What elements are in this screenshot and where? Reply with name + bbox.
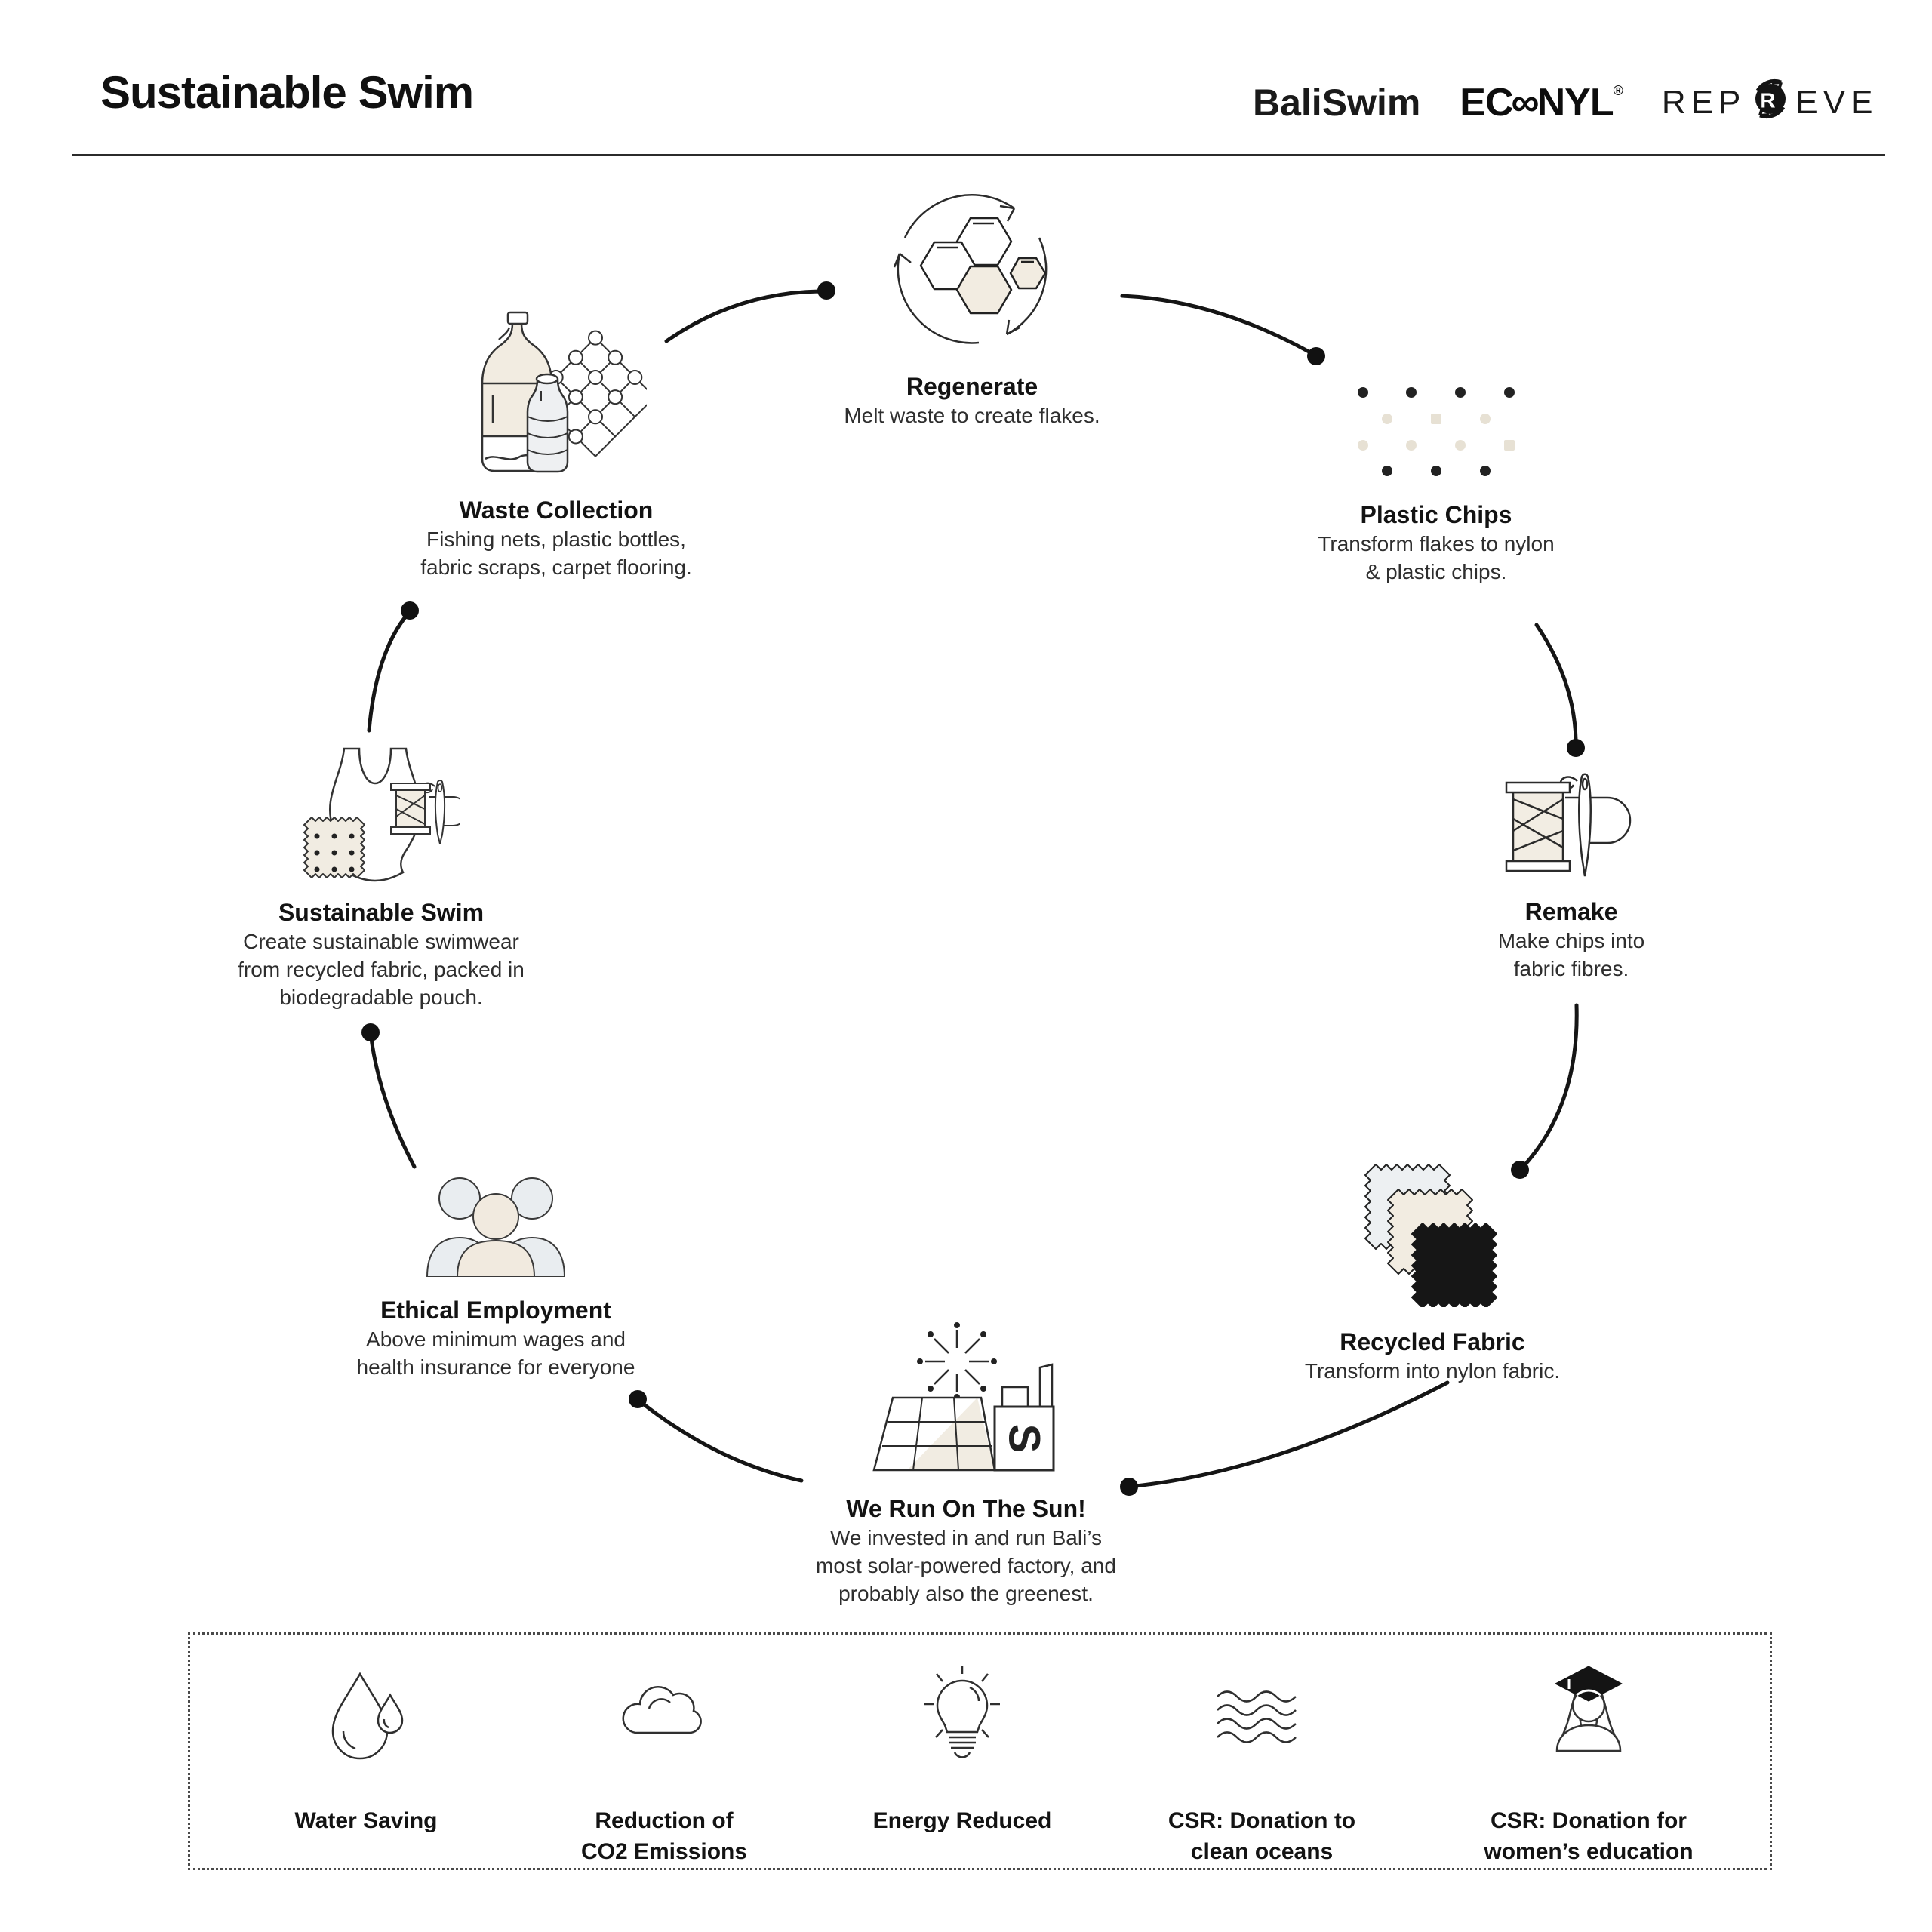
benefits-box — [188, 1632, 1772, 1870]
econyl-registered-mark: ® — [1613, 83, 1623, 98]
connector-swim-to-waste — [367, 613, 409, 733]
regenerate-icon — [893, 194, 1048, 344]
connector-ethical-to-swim — [369, 1036, 417, 1169]
node-subtitle-line: Fishing nets, plastic bottles, — [426, 528, 686, 551]
cycle-node-ethical-employment: Ethical Employment Above minimum wages a… — [269, 1171, 722, 1381]
water-drop-icon — [331, 1672, 404, 1760]
cycle-node-sustainable-swim: Sustainable Swim Create sustainable swim… — [155, 746, 608, 1011]
node-title: Sustainable Swim — [278, 899, 485, 926]
baliswim-logo: BaliSwim — [1253, 82, 1421, 124]
node-subtitle-line: Above minimum wages and — [366, 1327, 626, 1351]
benefit-energy-reduced: Energy Reduced — [819, 1805, 1106, 1836]
cycle-node-recycled-fabric: Recycled Fabric Transform into nylon fab… — [1206, 1162, 1659, 1385]
people-icon — [426, 1177, 566, 1277]
node-title: Plastic Chips — [1360, 501, 1512, 528]
node-title: Regenerate — [906, 373, 1038, 400]
node-subtitle-line: Create sustainable swimwear — [243, 930, 519, 953]
node-subtitle-line: We invested in and run Bali’s — [829, 1526, 1103, 1549]
cycle-node-we-run-on-the-sun: S We Run On The Sun! We invested in and … — [740, 1322, 1192, 1607]
node-subtitle-line: from recycled fabric, packed in — [238, 958, 525, 981]
node-subtitle-line: most solar-powered factory, and — [816, 1554, 1116, 1577]
connector-chips-to-remake — [1534, 623, 1578, 742]
benefit-label: Reduction of — [595, 1808, 734, 1833]
node-subtitle-line: health insurance for everyone — [356, 1355, 635, 1379]
econyl-infinity-icon: ∞ — [1511, 81, 1540, 125]
repreve-text-right: EVE — [1795, 84, 1878, 121]
page-title: Sustainable Swim — [100, 67, 474, 118]
benefit-water-saving: Water Saving — [223, 1805, 509, 1836]
svg-text:S: S — [1000, 1424, 1049, 1454]
benefit-label: Water Saving — [294, 1808, 438, 1833]
cycle-node-regenerate: Regenerate Melt waste to create flakes. — [746, 183, 1198, 429]
cloud-icon — [622, 1685, 702, 1734]
brand-logos: BaliSwim EC∞NYL® REP R EVE — [1253, 72, 1878, 133]
node-subtitle-line: Transform flakes to nylon — [1318, 532, 1555, 555]
benefit-label: CSR: Donation to — [1168, 1808, 1356, 1833]
benefit-label: Energy Reduced — [872, 1808, 1052, 1833]
recycled-fabric-swatches-icon — [1364, 1164, 1497, 1307]
solar-factory-icon: S — [872, 1322, 1055, 1472]
node-subtitle-line: probably also the greenest. — [838, 1582, 1094, 1605]
repreve-text-left: REP — [1661, 84, 1746, 121]
econyl-text-left: EC — [1460, 81, 1513, 125]
node-subtitle-line: & plastic chips. — [1365, 560, 1507, 583]
node-title: Remake — [1524, 898, 1618, 925]
header-divider — [72, 154, 1885, 156]
node-title: Waste Collection — [459, 497, 654, 524]
benefit-label: CO2 Emissions — [580, 1839, 748, 1864]
node-subtitle-line: Melt waste to create flakes. — [844, 404, 1100, 427]
benefit-label: CSR: Donation for — [1491, 1808, 1687, 1833]
node-subtitle-line: Transform into nylon fabric. — [1304, 1359, 1561, 1383]
node-subtitle-line: biodegradable pouch. — [279, 986, 483, 1009]
remake-spool-needle-icon — [1505, 773, 1632, 877]
graduate-woman-icon — [1555, 1666, 1623, 1752]
node-subtitle-line: fabric fibres. — [1513, 957, 1629, 980]
node-subtitle-line: fabric scraps, carpet flooring. — [420, 555, 692, 579]
benefit-csr-oceans: CSR: Donation to clean oceans — [1118, 1805, 1405, 1867]
econyl-logo: EC∞NYL® — [1460, 80, 1623, 125]
benefit-co2-reduction: Reduction of CO2 Emissions — [521, 1805, 808, 1867]
bottles-net-icon — [481, 311, 647, 473]
benefit-csr-education: CSR: Donation for women’s education — [1445, 1805, 1732, 1867]
swimsuit-icon — [303, 747, 460, 882]
svg-text:R: R — [1761, 88, 1781, 112]
benefit-label: clean oceans — [1190, 1839, 1334, 1864]
node-subtitle-line: Make chips into — [1497, 929, 1645, 952]
econyl-text-right: NYL — [1537, 81, 1614, 125]
light-bulb-icon — [924, 1666, 1000, 1758]
repreve-recycle-r-icon: R — [1747, 75, 1794, 131]
ocean-waves-icon — [1217, 1690, 1297, 1743]
node-title: Recycled Fabric — [1340, 1328, 1525, 1355]
plastic-chips-icon — [1358, 387, 1515, 476]
cycle-node-waste-collection: Waste Collection Fishing nets, plastic b… — [330, 311, 783, 581]
node-title: We Run On The Sun! — [846, 1495, 1086, 1522]
cycle-node-plastic-chips: Plastic Chips Transform flakes to nylon … — [1210, 386, 1663, 586]
connector-remake-to-fabric — [1522, 1003, 1579, 1168]
cycle-node-remake: Remake Make chips into fabric fibres. — [1345, 772, 1798, 983]
repreve-logo: REP R EVE — [1662, 75, 1878, 131]
benefit-label: women’s education — [1484, 1839, 1694, 1864]
node-title: Ethical Employment — [380, 1297, 611, 1324]
